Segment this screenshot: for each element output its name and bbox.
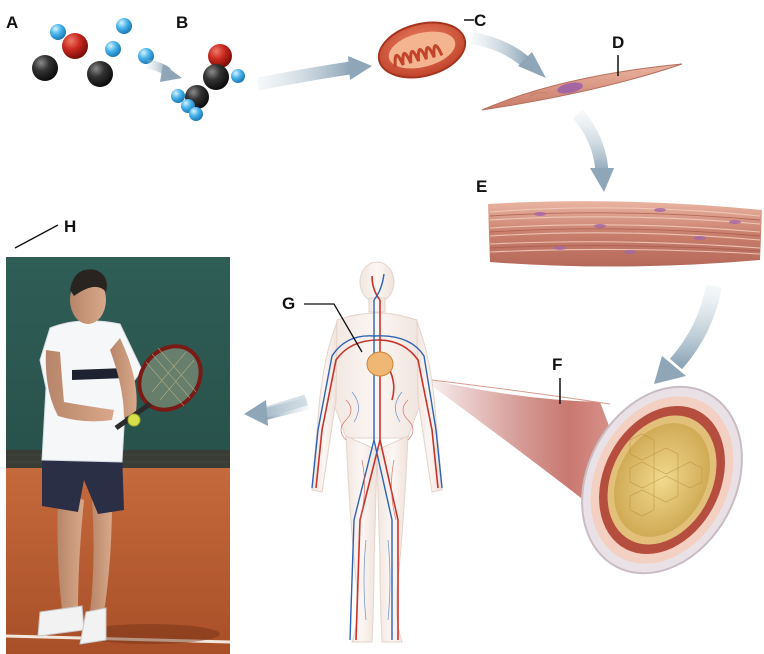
arrow-atoms-to-molecule (146, 59, 182, 82)
label-c: C (474, 11, 487, 30)
label-f: F (552, 355, 563, 374)
label-b: B (176, 13, 189, 32)
arrow-tissue-to-organ (654, 284, 722, 384)
mitochondrion-illustration (377, 19, 474, 79)
arrow-system-to-organism (244, 394, 310, 426)
circulatory-system-illustration (304, 261, 443, 643)
blood-vessel-illustration (431, 378, 743, 575)
atoms-illustration (32, 18, 154, 87)
muscle-cell-illustration (481, 55, 683, 111)
molecule-illustration (171, 44, 245, 121)
label-a: A (6, 13, 19, 32)
label-e: E (476, 177, 488, 196)
organism-photo-tennis-player (5, 224, 231, 654)
muscle-tissue-illustration (488, 201, 762, 267)
label-g: G (282, 294, 296, 313)
label-h: H (64, 217, 77, 236)
arrow-cell-to-tissue (572, 109, 614, 192)
arrow-molecule-to-organelle (256, 56, 372, 91)
label-d: D (612, 33, 625, 52)
arrow-organelle-to-cell (470, 32, 546, 78)
